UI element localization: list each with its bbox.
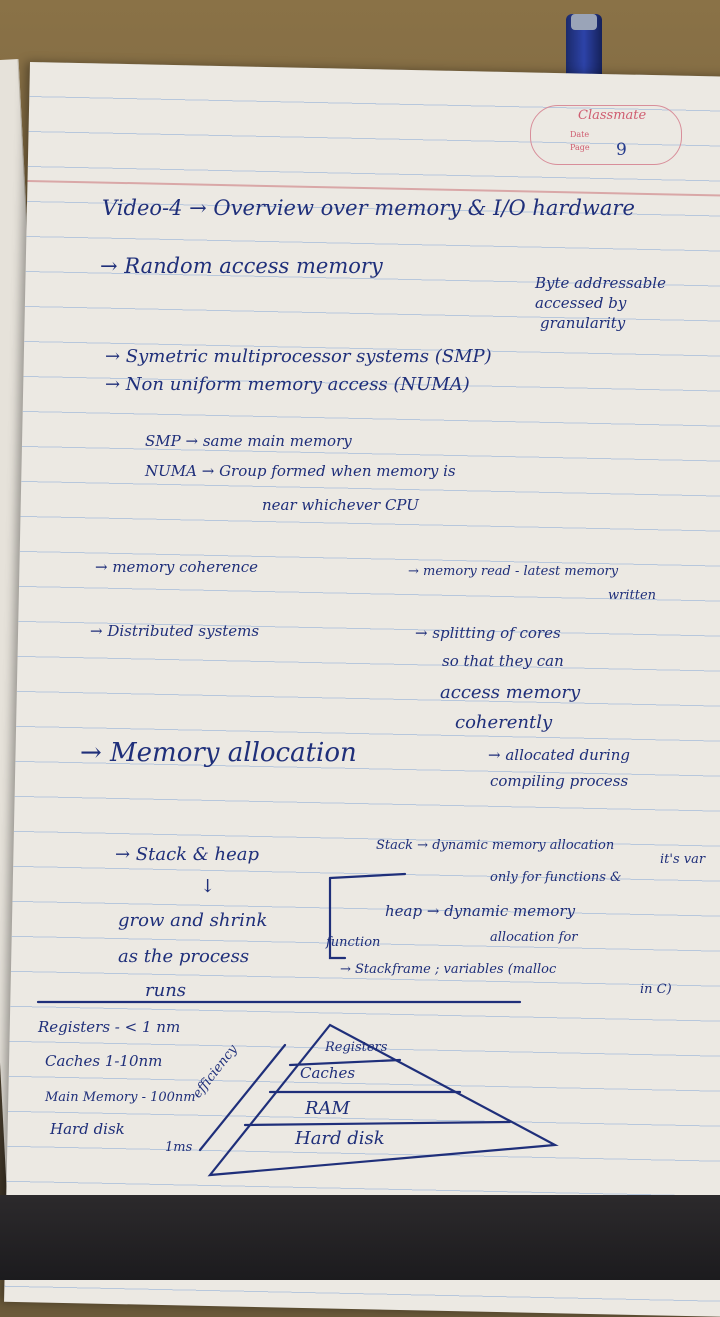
note-distributed-def-2: so that they can [442,652,564,670]
note-alloc-def-2: compiling process [490,772,629,790]
note-grow-1: grow and shrink [118,910,268,931]
note-stack-def-1: Stack → dynamic memory allocation [376,838,615,853]
note-ram-byte: Byte addressable [535,274,666,292]
note-down-arrow: ↓ [200,876,216,897]
note-hier-ms: 1ms [165,1140,193,1155]
note-smp: → Symetric multiprocessor systems (SMP) [105,346,492,367]
note-coherence-def-1: → memory read - latest memory [408,564,619,579]
note-distributed-def-1: → splitting of cores [415,624,561,642]
note-distributed-def-4: coherently [455,712,553,733]
pyramid-ram: RAM [305,1098,350,1119]
note-heap-def-1: heap → dynamic memory [385,902,576,920]
efficiency-arrow [198,1043,287,1152]
note-grow-3: runs [145,980,187,1001]
notebook-logo-box [530,105,682,165]
note-coherence-def-2: written [608,588,657,603]
note-alloc-def-1: → allocated during [488,746,631,764]
dark-surface [0,1195,720,1280]
note-stackframe: → Stackframe ; variables (malloc [340,962,557,977]
note-hier-main: Main Memory - 100nm [45,1090,196,1105]
note-ram-granularity: granularity [540,314,626,332]
note-coherence: → memory coherence [95,558,259,576]
note-ram-accessed: accessed by [535,294,627,312]
pen-cap [571,14,597,30]
note-title: Video-4 → Overview over memory & I/O har… [102,196,635,220]
note-distributed-def-3: access memory [440,682,581,703]
pyramid-hard-disk: Hard disk [295,1128,385,1149]
note-alloc: → Memory allocation [80,738,357,768]
function-bracket-top [328,872,407,880]
pyramid-outline [207,1023,559,1177]
page-label: Page [570,143,590,152]
note-stack-def-3: only for functions & [490,870,622,885]
note-hier-registers: Registers - < 1 nm [38,1018,181,1036]
function-bracket [328,876,347,960]
note-smp-def: SMP → same main memory [145,432,352,450]
note-grow-2: as the process [118,946,250,967]
hand-drawn-lines [36,872,559,1177]
date-label: Date [570,130,590,139]
pyramid-layer-3 [243,1120,512,1127]
note-stack-def-2: it's var [660,852,706,867]
note-hier-caches: Caches 1-10nm [45,1052,163,1070]
note-numa-def-2: near whichever CPU [262,496,419,514]
pyramid-caches: Caches [300,1064,356,1082]
notebook-brand: Classmate [578,108,647,123]
page-number: 9 [616,140,627,160]
pyramid-layer-1 [288,1058,402,1067]
pyramid-registers: Registers [325,1040,388,1055]
note-hier-disk: Hard disk [50,1120,125,1138]
note-numa: → Non uniform memory access (NUMA) [105,374,470,395]
note-stack-heap: → Stack & heap [115,844,260,865]
note-distributed: → Distributed systems [90,622,260,640]
note-numa-def-1: NUMA → Group formed when memory is [145,462,456,480]
note-ram: → Random access memory [100,254,383,278]
note-function-label: function [326,935,381,950]
note-stackframe-2: in C) [640,982,672,997]
note-heap-def-2: allocation for [490,930,578,945]
